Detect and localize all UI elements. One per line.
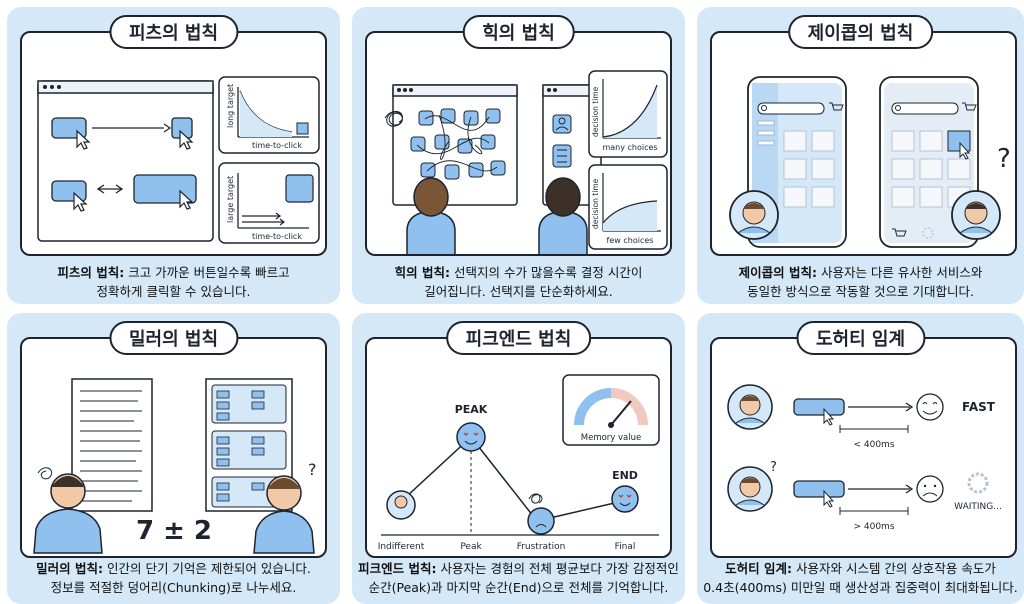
illustration-panel: FAST < 400ms ? WAITING... > 400ms xyxy=(710,337,1017,558)
slow-label: WAITING... xyxy=(954,502,1002,512)
sad-face-icon xyxy=(916,475,944,503)
card-fitts-law: 피츠의 법칙 long target xyxy=(7,7,340,304)
person-icon xyxy=(253,510,315,554)
slow-time-label: > 400ms xyxy=(853,522,894,532)
fitts-illustration: long target time-to-click large target t… xyxy=(37,76,320,244)
chart-y-label: long target xyxy=(226,84,235,128)
axis-label: Final xyxy=(615,542,636,552)
cart-icon xyxy=(892,228,907,237)
law-term: 피크엔드 법칙: xyxy=(358,561,437,576)
question-mark: ? xyxy=(997,144,1011,174)
card-description: 밀러의 법칙: 인간의 단기 기억은 제한되어 있습니다. 정보를 적절한 덩어… xyxy=(36,561,311,595)
hick-illustration: decision time many choices decision time… xyxy=(384,70,668,254)
card-title: 피츠의 법칙 xyxy=(108,15,239,49)
jakob-illustration: ? xyxy=(729,76,1011,248)
loading-icon xyxy=(922,227,934,239)
law-term: 도허티 임계: xyxy=(725,561,792,576)
cursor-icon xyxy=(76,129,91,150)
card-title: 힉의 법칙 xyxy=(462,15,575,49)
chart-x-label: time-to-click xyxy=(252,232,302,241)
memory-gauge xyxy=(562,374,660,446)
miller-illustration: ? 7 ± 2 xyxy=(33,378,317,554)
illustration-panel: ? 7 ± 2 xyxy=(20,337,327,558)
person-back-icon xyxy=(406,210,456,254)
cursor-icon xyxy=(179,129,194,150)
card-title: 도허티 임계 xyxy=(795,321,926,355)
cursor-icon xyxy=(823,407,835,426)
gauge-label: Memory value xyxy=(581,433,642,443)
law-term: 밀러의 법칙: xyxy=(36,561,103,576)
question-mark: ? xyxy=(308,460,317,479)
chart-x-label: time-to-click xyxy=(252,141,302,150)
doherty-illustration: FAST < 400ms ? WAITING... > 400ms xyxy=(727,384,1002,532)
card-title: 피크엔드 법칙 xyxy=(445,321,592,355)
axis-label: Indifferent xyxy=(378,542,425,552)
happy-face-icon xyxy=(916,393,944,421)
chart-caption: few choices xyxy=(607,236,654,245)
illustration-panel: Memory value PEAK END Indifferent Peak F… xyxy=(365,337,672,558)
cursor-icon xyxy=(959,141,971,160)
card-description: 힉의 법칙: 선택지의 수가 많을수록 결정 시간이 길어집니다. 선택지를 단… xyxy=(394,265,643,299)
cart-icon xyxy=(829,102,844,111)
card-doherty-threshold: 도허티 임계 FAST < 400ms ? xyxy=(697,313,1024,604)
fast-time-label: < 400ms xyxy=(853,440,894,450)
frustrated-face-icon xyxy=(527,507,555,535)
chart-y-label: decision time xyxy=(591,86,600,137)
card-hicks-law: 힉의 법칙 xyxy=(352,7,685,304)
law-term: 피츠의 법칙: xyxy=(57,265,125,280)
question-mark: ? xyxy=(770,460,777,475)
card-title: 밀러의 법칙 xyxy=(108,321,239,355)
stressed-person-icon xyxy=(33,508,103,554)
card-millers-law: 밀러의 법칙 xyxy=(7,313,340,604)
chart-y-label: large target xyxy=(226,176,235,223)
end-label: END xyxy=(612,469,638,482)
card-jakobs-law: 제이콥의 법칙 xyxy=(697,7,1024,304)
person-back-icon xyxy=(538,210,588,254)
chart-y-label: decision time xyxy=(591,178,600,229)
heart-eyes-face-icon xyxy=(611,485,639,513)
cursor-icon xyxy=(73,191,88,212)
cursor-icon xyxy=(179,189,194,210)
illustration-panel: ? xyxy=(710,31,1017,256)
card-description: 피츠의 법칙: 크고 가까운 버튼일수록 빠르고 정확하게 클릭할 수 있습니다… xyxy=(57,265,290,299)
peak-end-illustration: Memory value PEAK END Indifferent Peak F… xyxy=(378,374,660,552)
card-description: 도허티 임계: 사용자와 시스템 간의 상호작용 속도가 0.4초(400ms)… xyxy=(703,561,1018,595)
chart-caption: many choices xyxy=(602,143,657,152)
loading-spinner-icon xyxy=(967,472,989,494)
axis-label: Peak xyxy=(460,542,482,552)
card-peak-end-rule: 피크엔드 법칙 Memory value PEAK E xyxy=(352,313,685,604)
illustration-panel: long target time-to-click large target t… xyxy=(20,31,327,256)
law-term: 제이콥의 법칙: xyxy=(738,265,817,280)
card-title: 제이콥의 법칙 xyxy=(787,15,934,49)
confusion-scribble-icon xyxy=(384,110,403,127)
cursor-icon xyxy=(823,489,835,508)
fast-label: FAST xyxy=(962,400,996,414)
axis-label: Frustration xyxy=(517,542,566,552)
law-term: 힉의 법칙: xyxy=(394,265,450,280)
formula: 7 ± 2 xyxy=(136,516,212,546)
heart-eyes-face-icon xyxy=(456,422,486,452)
card-description: 제이콥의 법칙: 사용자는 다른 유사한 서비스와 동일한 방식으로 작동할 것… xyxy=(738,265,983,299)
cart-icon xyxy=(962,102,977,111)
peak-label: PEAK xyxy=(455,403,488,416)
illustration-panel: decision time many choices decision time… xyxy=(365,31,672,256)
card-description: 피크엔드 법칙: 사용자는 경험의 전체 평균보다 가장 감정적인 순간(Pea… xyxy=(358,561,679,595)
